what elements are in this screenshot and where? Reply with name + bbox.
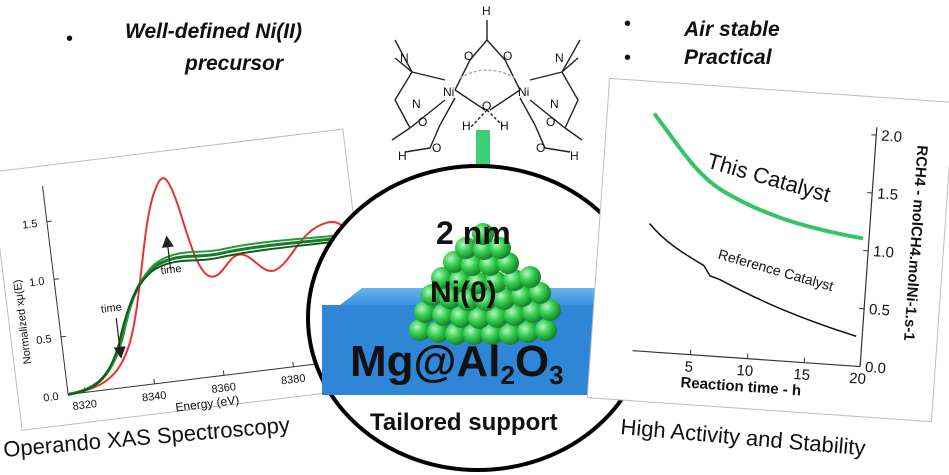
activity-xtick-1: 10 bbox=[736, 362, 754, 380]
activity-xtick-3: 20 bbox=[849, 370, 867, 388]
right-bullet-2: • bbox=[624, 47, 631, 69]
right-item-2: Practical bbox=[684, 46, 773, 69]
right-panel: • Air stable • Practical 2.0 1.5 1.0 0.5… bbox=[586, 13, 949, 460]
atom-ni-1: Ni bbox=[443, 85, 454, 99]
atom-o-center: O bbox=[482, 99, 491, 113]
activity-ytick-4: 0.0 bbox=[864, 359, 886, 377]
activity-ytick-2: 1.0 bbox=[873, 243, 895, 261]
atom-o-3: O bbox=[418, 115, 427, 129]
xas-plot: 0.0 0.5 1.0 1.5 8320 8340 8360 8380 Ener… bbox=[0, 128, 376, 431]
xas-ytick-2: 1.0 bbox=[29, 276, 46, 290]
support-label-sub2: 3 bbox=[549, 360, 563, 390]
ni-precursor-molecule bbox=[391, 20, 583, 153]
xas-xtick-1: 8340 bbox=[141, 390, 167, 405]
atom-o-2: O bbox=[503, 49, 512, 63]
activity-plot: 2.0 1.5 1.0 0.5 0.0 5 10 15 20 Reaction … bbox=[586, 77, 949, 423]
xas-ytick-1: 0.5 bbox=[36, 333, 53, 347]
xas-ytick-0: 0.0 bbox=[43, 391, 60, 405]
activity-ytick-1: 1.5 bbox=[877, 185, 899, 203]
activity-y-axis bbox=[859, 127, 878, 367]
left-panel: • Well-defined Ni(II) precursor 0.0 0.5 … bbox=[0, 20, 376, 462]
center-caption: Tailored support bbox=[370, 409, 558, 436]
this-catalyst-curve bbox=[652, 112, 864, 241]
activity-xtick-0: 5 bbox=[684, 358, 694, 376]
left-bullet: • bbox=[66, 28, 73, 50]
molecule-atom-labels: H O O N N N N Ni Ni O O O H H O O H H bbox=[398, 4, 579, 163]
atom-o-6: O bbox=[536, 141, 545, 155]
xas-time-label-1: time bbox=[100, 301, 122, 315]
xas-green-spectrum-3 bbox=[67, 239, 347, 396]
ni-particle bbox=[409, 223, 561, 345]
nanoparticle-illustration: 2 nm Ni(0) Mg@Al2O3 Tailored support bbox=[306, 164, 650, 472]
xas-xtick-2: 8360 bbox=[211, 381, 237, 396]
particle-size-label: 2 nm bbox=[436, 215, 511, 251]
activity-ytick-3: 0.5 bbox=[868, 301, 890, 319]
atom-h-1: H bbox=[462, 119, 471, 133]
right-item-1: Air stable bbox=[683, 18, 780, 41]
xas-red-spectrum bbox=[67, 177, 346, 396]
xas-xtick-3: 8380 bbox=[280, 372, 306, 387]
reference-catalyst-curve bbox=[648, 223, 857, 337]
support-label-prefix: Mg@Al bbox=[350, 337, 500, 386]
atom-n-3: N bbox=[555, 51, 564, 65]
xas-time-arrow-1 bbox=[113, 317, 126, 359]
atom-h-4: H bbox=[570, 149, 579, 163]
left-header-line1: Well-defined Ni(II) bbox=[125, 20, 302, 43]
support-label-mid: O bbox=[515, 337, 549, 386]
xas-ytick-3: 1.5 bbox=[21, 218, 38, 232]
atom-h-2: H bbox=[500, 119, 509, 133]
activity-x-axis bbox=[632, 350, 861, 368]
activity-ytick-0: 2.0 bbox=[881, 128, 903, 146]
support-label: Mg@Al2O3 bbox=[350, 337, 564, 390]
atom-n-4: N bbox=[550, 97, 559, 111]
atom-o-5: O bbox=[432, 141, 441, 155]
atom-n-1: N bbox=[400, 51, 409, 65]
atom-o-4: O bbox=[546, 115, 555, 129]
right-caption: High Activity and Stability bbox=[620, 414, 867, 460]
support-label-sub1: 2 bbox=[500, 360, 514, 390]
left-header-line2: precursor bbox=[184, 52, 285, 75]
xas-xtick-0: 8320 bbox=[72, 398, 98, 413]
xas-x-ticks: 8320 8340 8360 8380 bbox=[72, 361, 306, 413]
xas-time-label-2: time bbox=[160, 263, 182, 277]
atom-ni-2: Ni bbox=[518, 85, 529, 99]
particle-label: Ni(0) bbox=[430, 276, 497, 309]
atom-o-1: O bbox=[464, 49, 473, 63]
activity-xtick-2: 15 bbox=[793, 366, 811, 384]
atom-h-top: H bbox=[482, 4, 491, 18]
xas-x-axis bbox=[68, 358, 361, 395]
atom-n-2: N bbox=[412, 97, 421, 111]
xas-y-axis bbox=[42, 185, 69, 395]
xas-y-ticks: 0.0 0.5 1.0 1.5 bbox=[21, 218, 74, 405]
atom-h-3: H bbox=[398, 149, 407, 163]
xas-time-arrow-2 bbox=[161, 235, 174, 270]
xas-green-spectrum-2 bbox=[67, 233, 346, 396]
right-bullet-1: • bbox=[624, 13, 631, 35]
